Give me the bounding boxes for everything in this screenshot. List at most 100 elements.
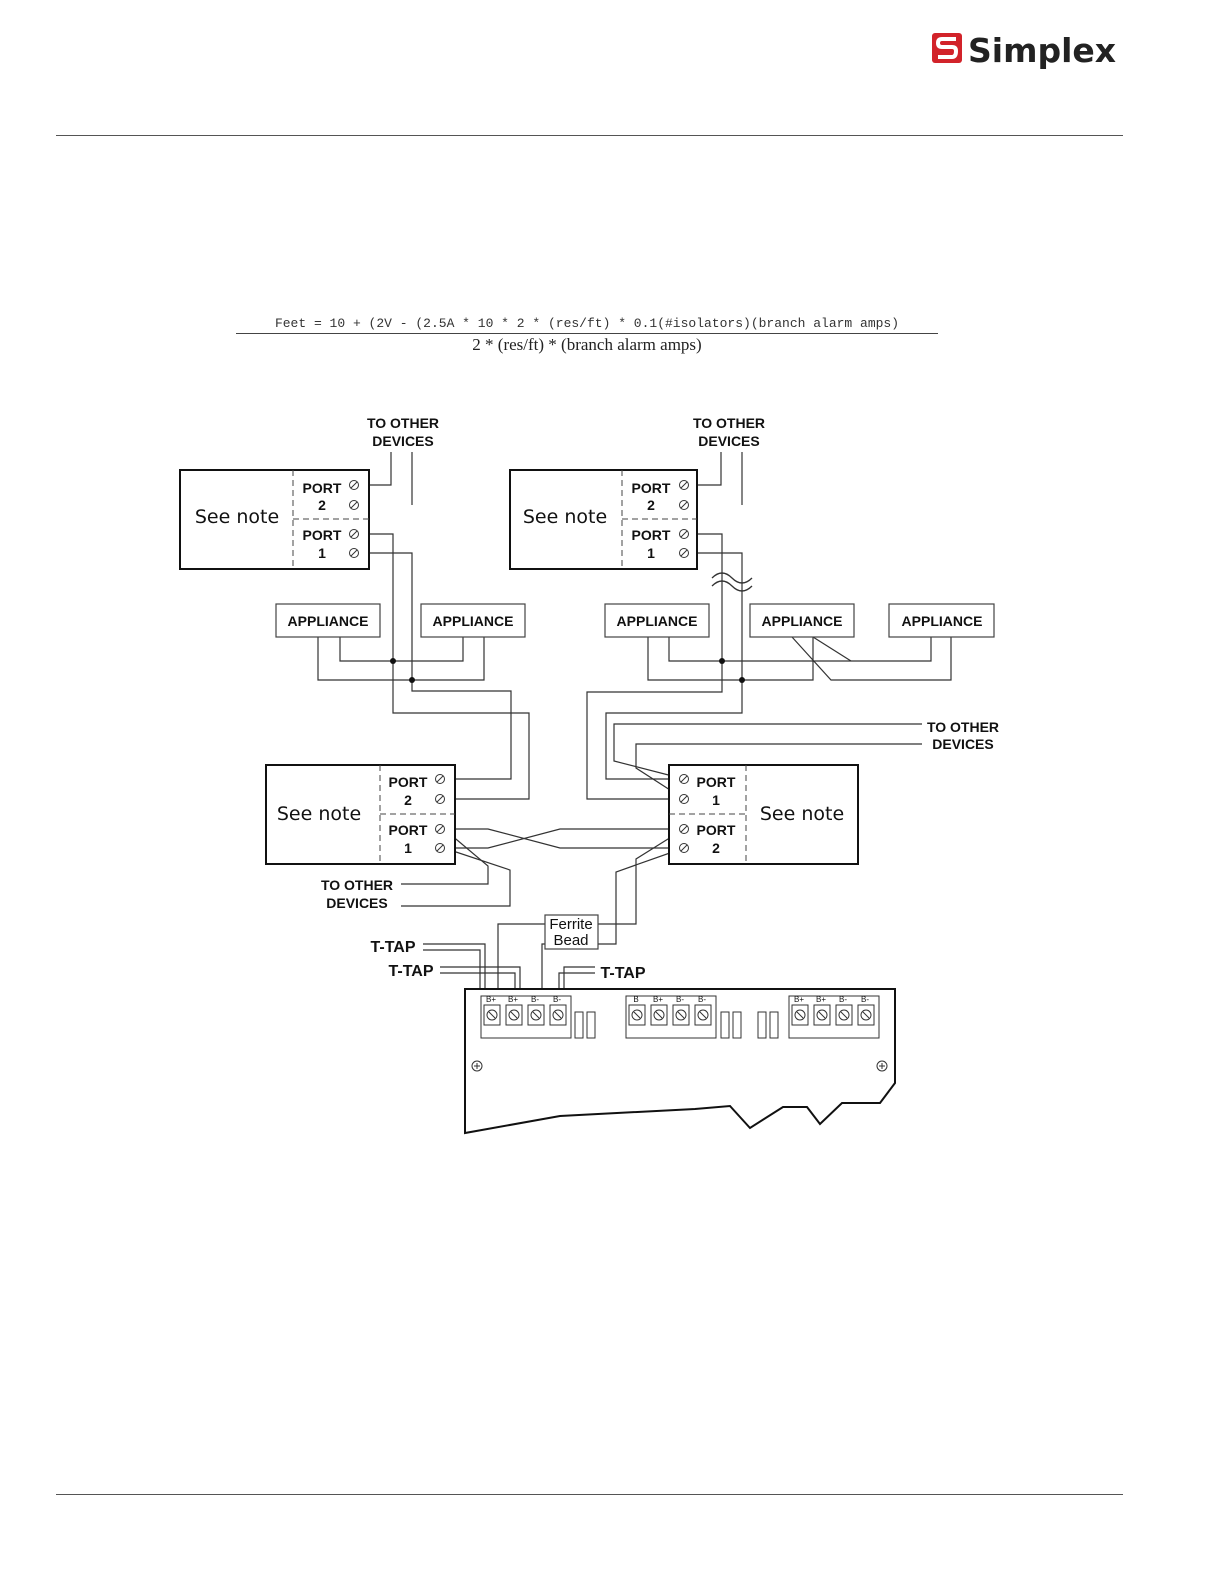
to-other-line2: DEVICES [326,895,387,911]
control-panel: B+ B+ B- B- B B+ B- B- B+ B+ B- [464,988,896,1135]
terminal-screw-icon [694,1004,712,1026]
terminal-screw-icon [435,843,445,853]
wire [613,723,922,780]
wiring-diagram: See note PORT 2 PORT 1 See note PORT 2 P… [179,415,999,1135]
terminal-label: B- [839,995,847,1004]
terminal-label: B+ [508,995,518,1004]
port-top-num: 2 [318,497,326,513]
wire [647,637,814,681]
wire-break-icon [711,580,753,592]
terminal-label: B- [861,995,869,1004]
device-label: See note [195,506,279,528]
port-bottom-word: PORT [389,822,428,838]
terminal-label: B- [676,995,684,1004]
terminal-screw-icon [679,843,689,853]
appliance-3: APPLIANCE [604,603,710,638]
terminal-screw-icon [813,1004,831,1026]
t-tap-label: T-TAP [600,965,645,982]
appliance-box [749,603,855,638]
wire [586,533,723,800]
terminal-screw-icon [435,794,445,804]
wire [598,847,685,945]
terminal-screw-icon [672,1004,690,1026]
jumper-icon [720,1011,742,1039]
wire [563,966,595,996]
to-other-line2: DEVICES [698,433,759,449]
port-divider [621,470,697,569]
terminal-label: B- [553,995,561,1004]
port-divider [292,470,369,569]
appliance-label: APPLIANCE [902,613,983,629]
port-divider [379,765,455,864]
wire [423,943,486,996]
terminal-label: B [633,995,638,1004]
port-top-num: 2 [647,497,655,513]
wire [356,533,530,800]
port-top-word: PORT [697,774,736,790]
mounting-screw-icon [876,1060,888,1072]
junction [409,677,415,683]
junction [739,677,745,683]
appliance-2: APPLIANCE [420,603,526,638]
brand-name: Simplex [968,31,1116,70]
terminal-screw-icon [549,1004,567,1026]
appliance-box [604,603,710,638]
device-bottom-left: See note PORT 2 PORT 1 [265,764,456,865]
terminal-screw-icon [679,500,689,510]
port-bottom-word: PORT [697,822,736,838]
terminal-screw-icon [679,824,689,834]
terminal-screw-icon [835,1004,853,1026]
ferrite-bead-box [544,914,599,950]
terminal-label: B- [531,995,539,1004]
to-other-line2: DEVICES [372,433,433,449]
port-divider [669,765,747,864]
wire [423,949,481,996]
terminal-screw-icon [349,480,359,490]
appliance-box [420,603,526,638]
ferrite-line1: Ferrite [549,916,592,933]
appliance-box [275,603,381,638]
port-bottom-word: PORT [632,527,671,543]
ferrite-line2: Bead [553,932,588,949]
t-tap-label: T-TAP [388,963,433,980]
port-top-word: PORT [303,480,342,496]
jumper-icon [574,1011,596,1039]
terminal-screw-icon [857,1004,875,1026]
wire [444,828,684,849]
port-bottom-word: PORT [303,527,342,543]
device-top-left: See note PORT 2 PORT 1 [179,469,370,570]
to-other-line1: TO OTHER [927,719,999,735]
wire [317,637,485,681]
wire [401,828,489,885]
port-top-num: 2 [404,792,412,808]
junction [719,658,725,664]
port-top-word: PORT [389,774,428,790]
wire [497,923,545,996]
wire [356,552,512,780]
appliance-label: APPLIANCE [288,613,369,629]
wire [339,637,464,662]
wire [401,847,511,907]
terminal-block-3: B+ B+ B- B- [788,995,880,1039]
port-top-word: PORT [632,480,671,496]
wire [598,828,685,925]
terminal-screw-icon [483,1004,501,1026]
wire [812,636,852,662]
device-bottom-right: See note PORT 1 PORT 2 [668,764,859,865]
appliance-label: APPLIANCE [617,613,698,629]
port-bottom-num: 1 [404,840,412,856]
terminal-screw-icon [679,794,689,804]
wire [668,637,932,662]
terminal-block-2: B B+ B- B- [625,995,717,1039]
wire [791,636,952,681]
to-other-devices-label-4: TO OTHER DEVICES [321,877,393,911]
terminal-label: B+ [794,995,804,1004]
terminal-screw-icon [679,548,689,558]
formula: Feet = 10 + (2V - (2.5A * 10 * 2 * (res/… [236,316,938,355]
to-other-line2: DEVICES [932,736,993,752]
appliance-5: APPLIANCE [888,603,995,638]
terminal-label: B+ [816,995,826,1004]
to-other-devices-label-2: TO OTHER DEVICES [693,415,765,449]
junction [390,658,396,664]
device-label: See note [523,506,607,528]
